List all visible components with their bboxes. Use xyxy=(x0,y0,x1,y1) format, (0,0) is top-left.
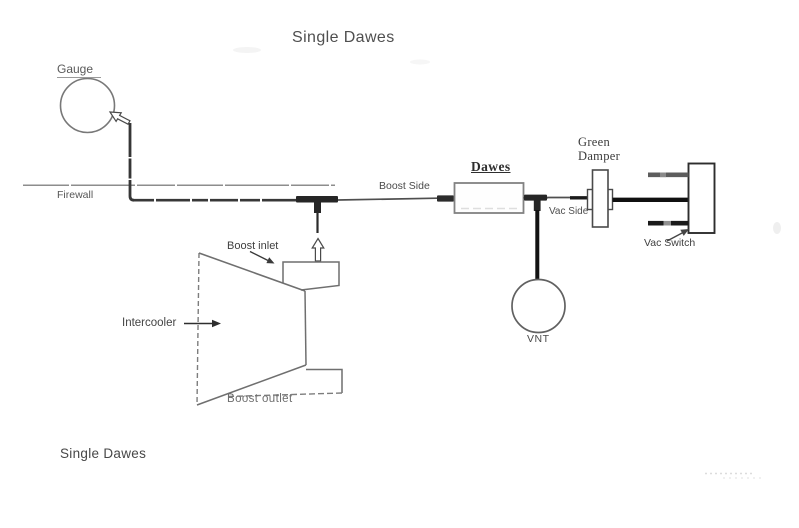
boost-side-label: Boost Side xyxy=(379,180,430,192)
scan-smudge xyxy=(773,222,781,234)
diagram-footer-title: Single Dawes xyxy=(60,446,147,461)
boost-outlet-duct xyxy=(306,368,343,393)
intercooler-left-edge xyxy=(196,252,200,406)
boost-outlet-duct-bottom xyxy=(227,392,343,398)
damper-body xyxy=(591,169,609,228)
scan-smudge xyxy=(410,59,430,65)
tee-junction-2 xyxy=(524,194,547,201)
tee-junction-2-stub xyxy=(533,200,541,211)
dawes-inlet-connector xyxy=(437,195,454,202)
firewall-label: Firewall xyxy=(57,189,94,201)
boost-inlet-duct xyxy=(282,261,340,291)
vnt-actuator-circle xyxy=(511,278,566,334)
green-damper-label-line2: Damper xyxy=(578,148,621,163)
vac-switch-pointer-line xyxy=(666,231,685,242)
vac-switch-pointer-arrowhead-icon xyxy=(680,229,689,236)
gauge-circle xyxy=(59,77,116,134)
intercooler-pointer-arrowhead-icon xyxy=(212,319,221,328)
boost-inlet-flow-arrow-icon xyxy=(311,237,325,262)
intercooler-right-edge xyxy=(304,290,307,366)
tee-junction-1 xyxy=(296,196,338,203)
diagram-title: Single Dawes xyxy=(292,29,395,46)
hose-tee-to-dawes xyxy=(337,197,438,201)
boost-inlet-pointer-arrowhead-icon xyxy=(266,257,275,264)
vac-switch-label: Vac Switch xyxy=(644,237,696,249)
dawes-valve-label: Dawes xyxy=(471,159,511,174)
gauge-label: Gauge xyxy=(57,62,102,78)
boost-inlet-label: Boost inlet xyxy=(227,240,279,252)
intercooler-top-edge xyxy=(198,252,306,292)
green-damper-label: Green Damper xyxy=(578,135,621,163)
vac-switch-body xyxy=(687,162,716,234)
green-damper-label-line1: Green xyxy=(578,135,611,149)
boost-outlet-label: Boost outlet xyxy=(227,393,293,405)
tee-junction-1-stub xyxy=(314,202,321,213)
boost-inlet-pointer-line xyxy=(249,250,269,262)
gauge-arrow-icon xyxy=(108,111,131,125)
intercooler-label: Intercooler xyxy=(122,317,177,329)
intercooler-bottom-edge xyxy=(196,364,307,406)
vnt-label: VNT xyxy=(527,333,550,345)
scan-smudge xyxy=(233,47,261,53)
gauge-pipe xyxy=(128,123,135,202)
vac-side-label: Vac Side xyxy=(549,206,589,217)
